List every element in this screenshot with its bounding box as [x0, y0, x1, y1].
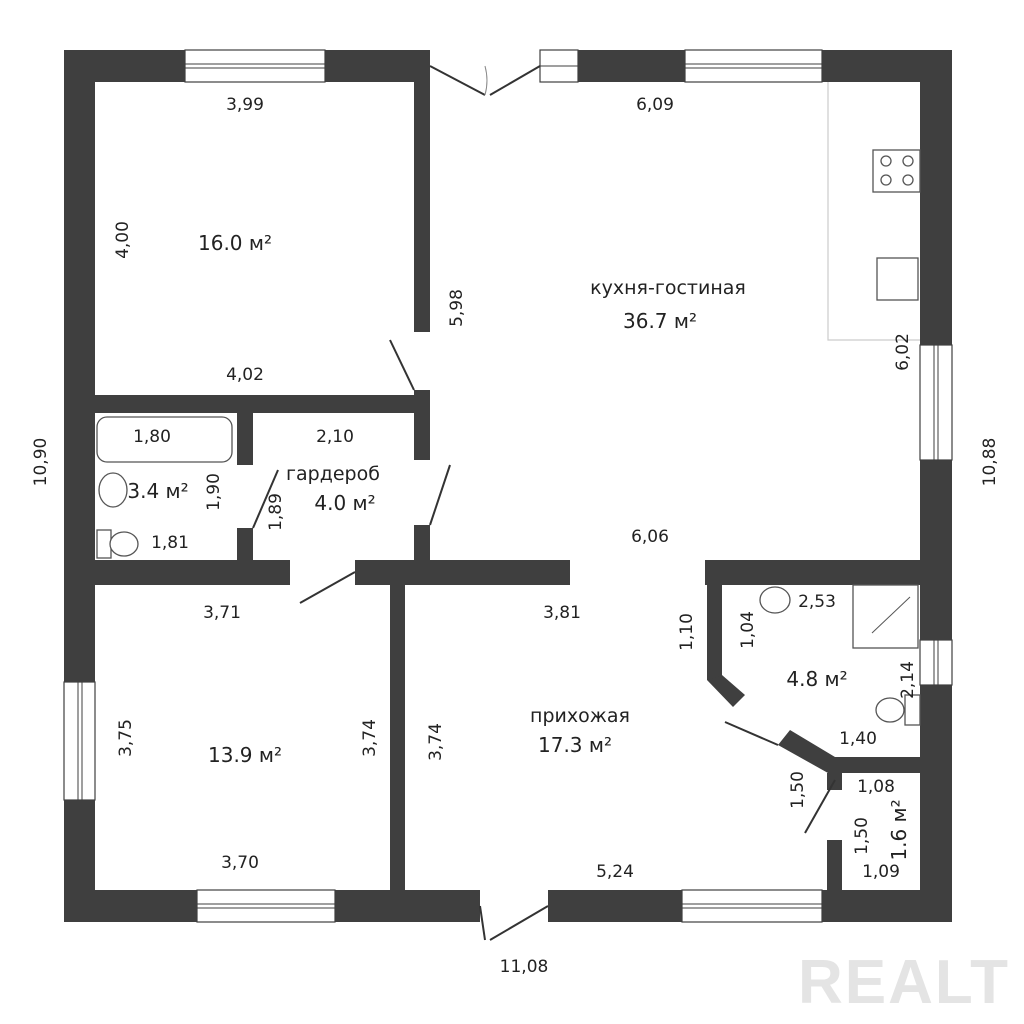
kitchen-area: 36.7 м² [623, 309, 697, 333]
kitchen-bottom-dim: 6,06 [631, 527, 669, 547]
bedroom1-bottom-dim: 4,02 [226, 365, 264, 385]
hallway-top-dim: 3,81 [543, 603, 581, 623]
shower-right-dim: 2,14 [898, 661, 918, 699]
toilet-left-dim: 1,50 [852, 817, 872, 855]
wardrobe-left-dim: 1,89 [266, 493, 286, 531]
hallway-area: 17.3 м² [538, 733, 612, 757]
stove-icon [872, 149, 921, 193]
bedroom1-area: 16.0 м² [198, 231, 272, 255]
bathtub-icon [96, 416, 233, 463]
washbasin-icon [759, 586, 791, 614]
wardrobe-top-dim: 2,10 [316, 427, 354, 447]
toilet-icon [904, 694, 921, 726]
hallway-left-dim: 3,74 [426, 723, 446, 761]
shower-left-dim: 1,04 [738, 611, 758, 649]
shower-bottom-dim: 1,40 [839, 729, 877, 749]
kitchen-top-dim: 6,09 [636, 95, 674, 115]
doors [252, 65, 836, 941]
bathroom-bottom-dim: 1,81 [151, 533, 189, 553]
dimension-labels: 3,99 4,00 4,02 16.0 м² 6,09 5,98 6,02 6,… [31, 95, 1000, 977]
hallway-bottom-dim: 5,24 [596, 862, 634, 882]
sink-icon [876, 257, 919, 301]
kitchen-counter [827, 82, 921, 341]
windows [63, 49, 953, 923]
bedroom2-bottom-dim: 3,70 [221, 853, 259, 873]
toilet-area: 1.6 м² [887, 799, 911, 860]
toilet-bottom-dim: 1,09 [862, 862, 900, 882]
overall-left-dim: 10,90 [31, 438, 51, 487]
bedroom1-left-dim: 4,00 [113, 221, 133, 259]
overall-right-dim: 10,88 [980, 438, 1000, 487]
kitchen-left-dim: 5,98 [447, 289, 467, 327]
shower-top-dim: 2,53 [798, 592, 836, 612]
kitchen-right-dim: 6,02 [893, 333, 913, 371]
bedroom2-area: 13.9 м² [208, 743, 282, 767]
outer-walls [64, 50, 952, 922]
toilet-top-dim: 1,08 [857, 777, 895, 797]
bathroom-right-dim: 1,90 [204, 473, 224, 511]
bedroom2-top-dim: 3,71 [203, 603, 241, 623]
bedroom1-top-dim: 3,99 [226, 95, 264, 115]
realt-watermark-logo: REALT [798, 948, 1010, 1017]
bedroom2-right-dim: 3,74 [360, 719, 380, 757]
washbasin-icon [98, 472, 128, 508]
shower-icon [852, 584, 919, 649]
interior-walls [95, 82, 952, 890]
toilet-icon [96, 529, 112, 559]
hallway-right-top-dim: 1,10 [677, 613, 697, 651]
hallway-name: прихожая [530, 705, 630, 727]
wardrobe-name: гардероб [286, 463, 380, 485]
kitchen-name: кухня-гостиная [590, 277, 746, 299]
bathroom-top-dim: 1,80 [133, 427, 171, 447]
bathroom-area: 3.4 м² [127, 479, 188, 503]
bedroom2-left-dim: 3,75 [116, 719, 136, 757]
overall-bottom-dim: 11,08 [500, 957, 549, 977]
wardrobe-area: 4.0 м² [314, 491, 375, 515]
hallway-right-bottom-dim: 1,50 [788, 771, 808, 809]
shower-area: 4.8 м² [786, 667, 847, 691]
bathroom-fixtures [96, 416, 921, 726]
